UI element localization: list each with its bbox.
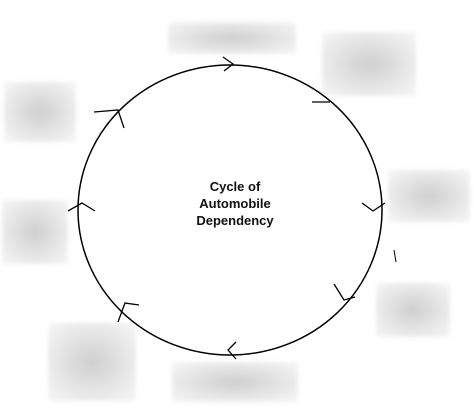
- arrow-lower-left: [117, 302, 140, 323]
- title-line-1: Cycle of: [209, 179, 261, 194]
- stray-tick: [393, 249, 397, 263]
- label-placeholder-right: [388, 170, 470, 222]
- title-line-2: Automobile: [199, 196, 271, 211]
- cycle-title: Cycle of Automobile Dependency: [170, 178, 300, 229]
- arrow-lower-right: [333, 283, 356, 301]
- arrow-bottom: [227, 341, 237, 360]
- label-placeholder-bottom-left: [48, 323, 136, 401]
- label-placeholder-lower-right: [376, 283, 450, 337]
- label-placeholder-left: [2, 200, 68, 264]
- arrow-upper-left: [93, 109, 125, 129]
- title-line-3: Dependency: [196, 213, 274, 228]
- label-placeholder-bottom: [172, 362, 298, 402]
- arrow-top: [222, 56, 235, 72]
- label-placeholder-top-right: [322, 32, 416, 96]
- cycle-circle: [77, 64, 383, 356]
- arrow-left: [67, 202, 96, 212]
- label-placeholder-upper-left: [4, 82, 76, 142]
- arrow-right: [361, 202, 386, 212]
- label-placeholder-top: [168, 22, 296, 54]
